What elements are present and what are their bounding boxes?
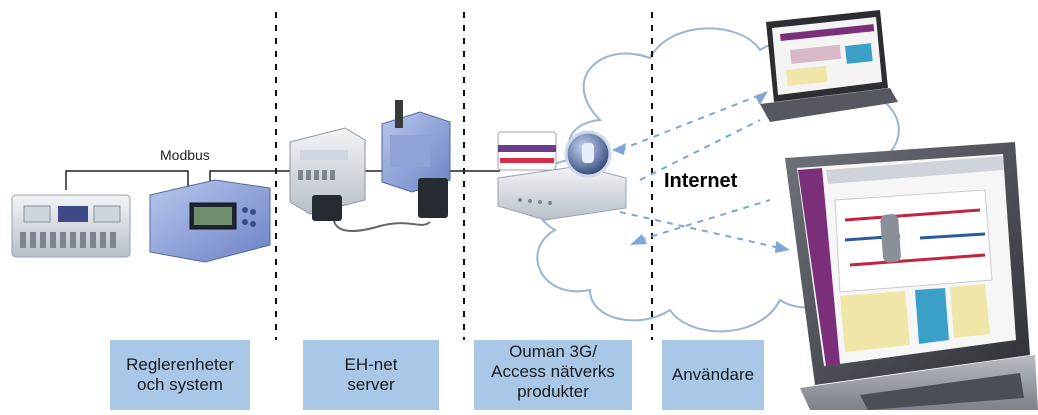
zone-label-users: Användare [662, 340, 764, 410]
zone-separators [275, 12, 653, 340]
zone-label-line: produkter [517, 382, 589, 401]
eh-net-server-icon [289, 127, 431, 232]
zone-label-line: Reglerenheter [126, 355, 234, 374]
modbus-label: Modbus [160, 147, 210, 163]
small-laptop-icon [760, 10, 898, 122]
zone-label-controllers: Reglerenheter och system [110, 340, 250, 410]
arrow-heads [612, 91, 790, 253]
zone-label-line: server [347, 375, 395, 394]
zone-label-line: och system [137, 375, 223, 394]
zone-label-ouman-3g: Ouman 3G/ Access nätverks produkter [474, 340, 632, 410]
gsm-modem-icon [381, 100, 451, 218]
ouman-logo-badge-icon [564, 130, 612, 178]
data-arrows [619, 94, 781, 249]
zone-label-line: EH-net [344, 355, 398, 374]
zone-label-eh-net-server: EH-net server [303, 340, 439, 410]
ouman-3g-device-icon [497, 131, 627, 221]
large-laptop-icon [785, 142, 1038, 410]
controller-unit-icon [149, 179, 271, 263]
zone-label-line: Access nätverks [491, 362, 615, 381]
zone-label-line: Användare [671, 365, 755, 384]
zone-label-line: Ouman 3G/ [509, 342, 597, 361]
internet-label: Internet [664, 170, 738, 192]
controller-module-icon [11, 194, 131, 258]
